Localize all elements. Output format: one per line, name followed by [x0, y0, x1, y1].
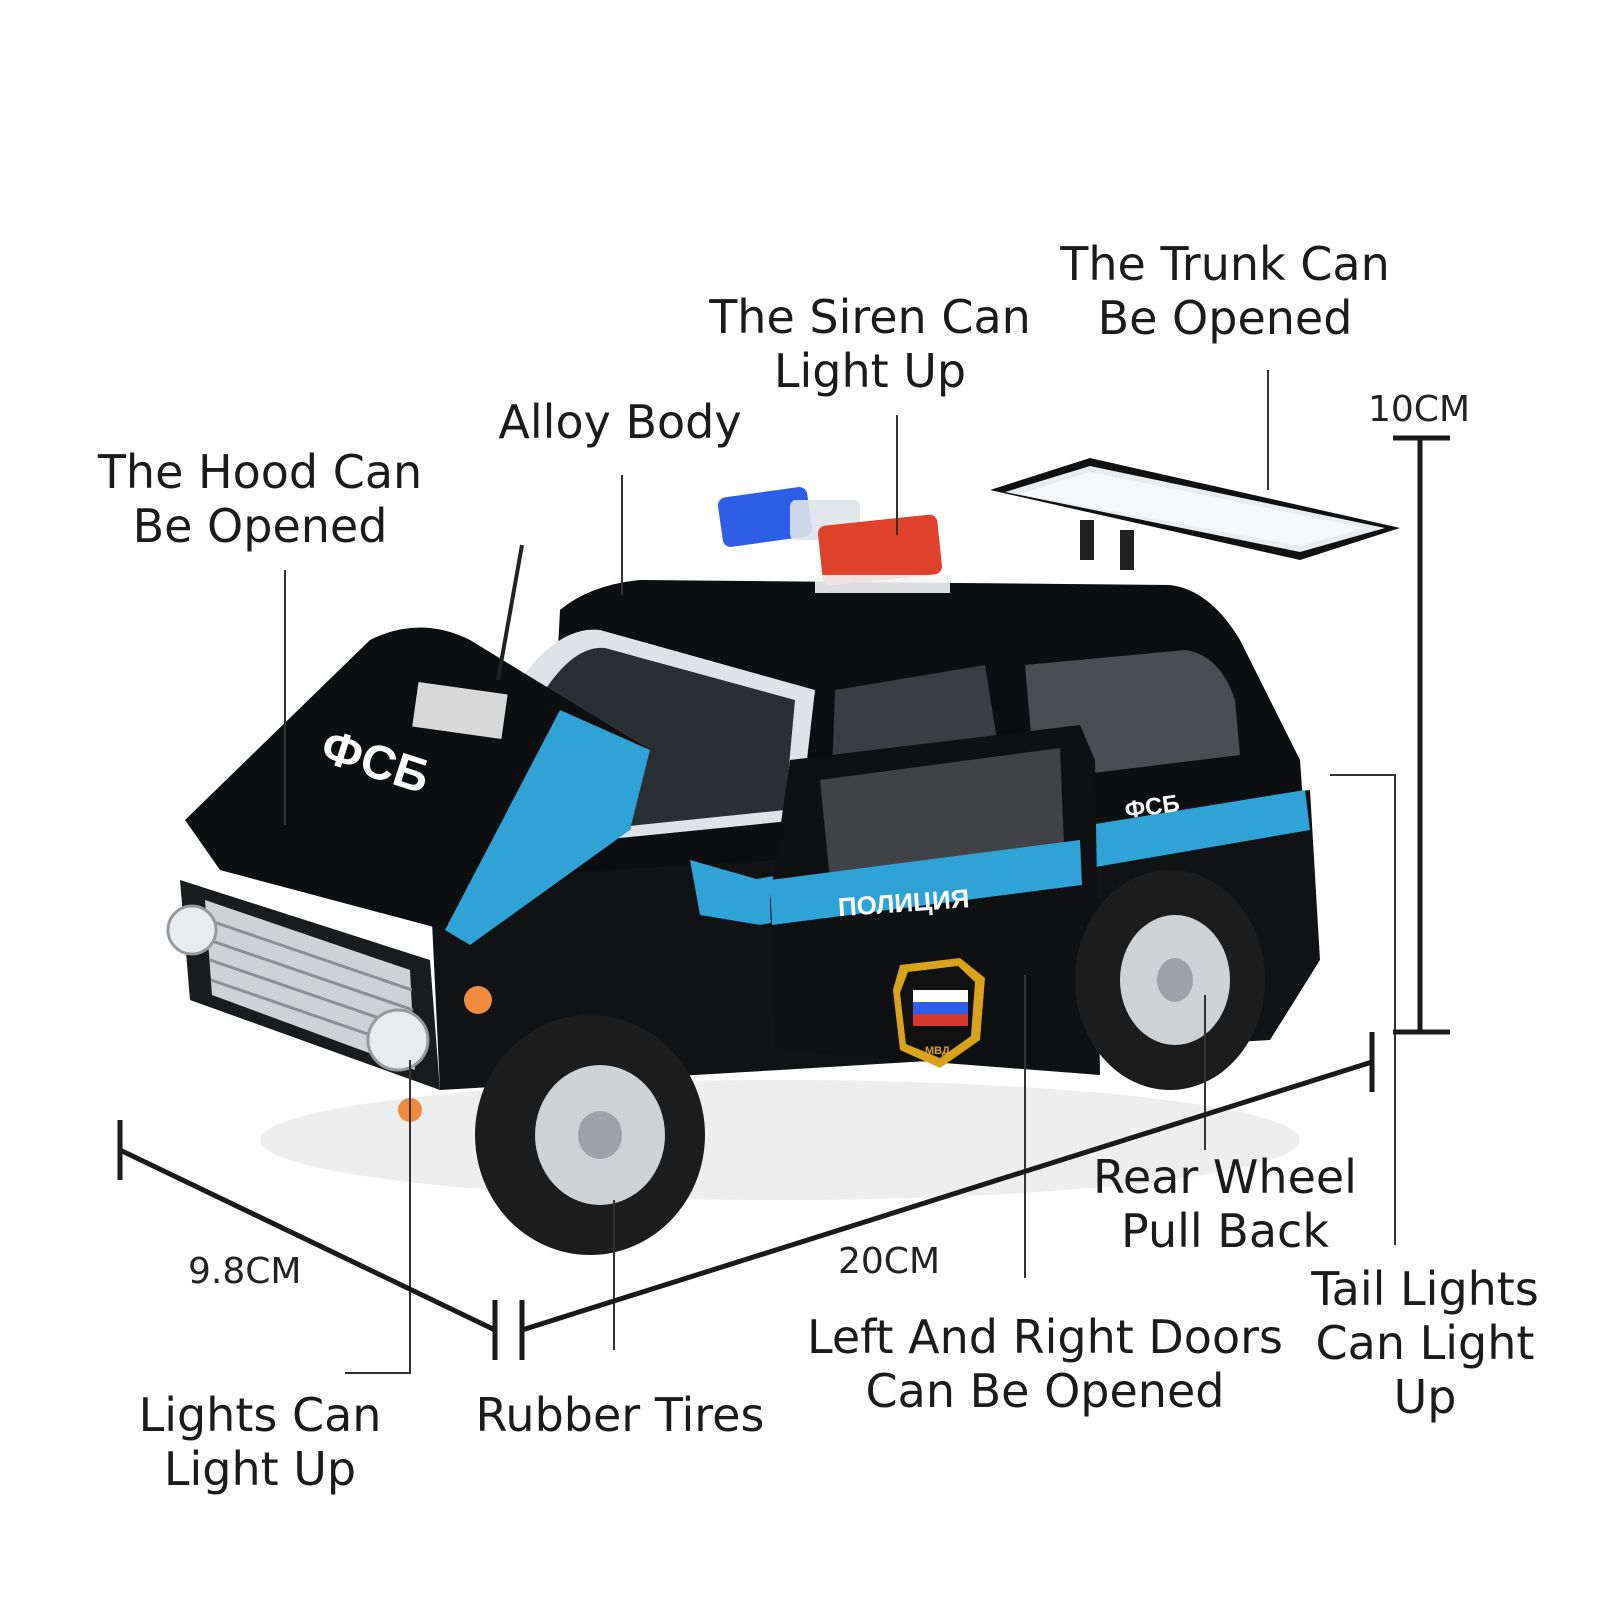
dimension-height: 10CM — [1368, 389, 1471, 430]
car-body — [166, 544, 1320, 1122]
dimension-length: 20CM — [838, 1241, 941, 1282]
front-wheel — [475, 1015, 705, 1255]
rear-wheel — [1075, 870, 1265, 1090]
headlight-left — [166, 904, 218, 956]
dimension-lines — [117, 435, 1450, 1360]
siren-light-bar — [717, 487, 950, 593]
open-trunk-lid — [990, 458, 1400, 570]
badge-marking: МВД — [925, 1045, 950, 1057]
antenna — [496, 544, 524, 681]
label-alloy-body: Alloy Body — [498, 395, 742, 449]
headlight-right — [366, 1008, 430, 1072]
label-rubber-tires: Rubber Tires — [475, 1388, 765, 1442]
door-badge — [893, 958, 985, 1068]
callout-lines — [284, 370, 1396, 1374]
dimension-width: 9.8CM — [188, 1251, 302, 1292]
indicator-light — [464, 986, 492, 1014]
